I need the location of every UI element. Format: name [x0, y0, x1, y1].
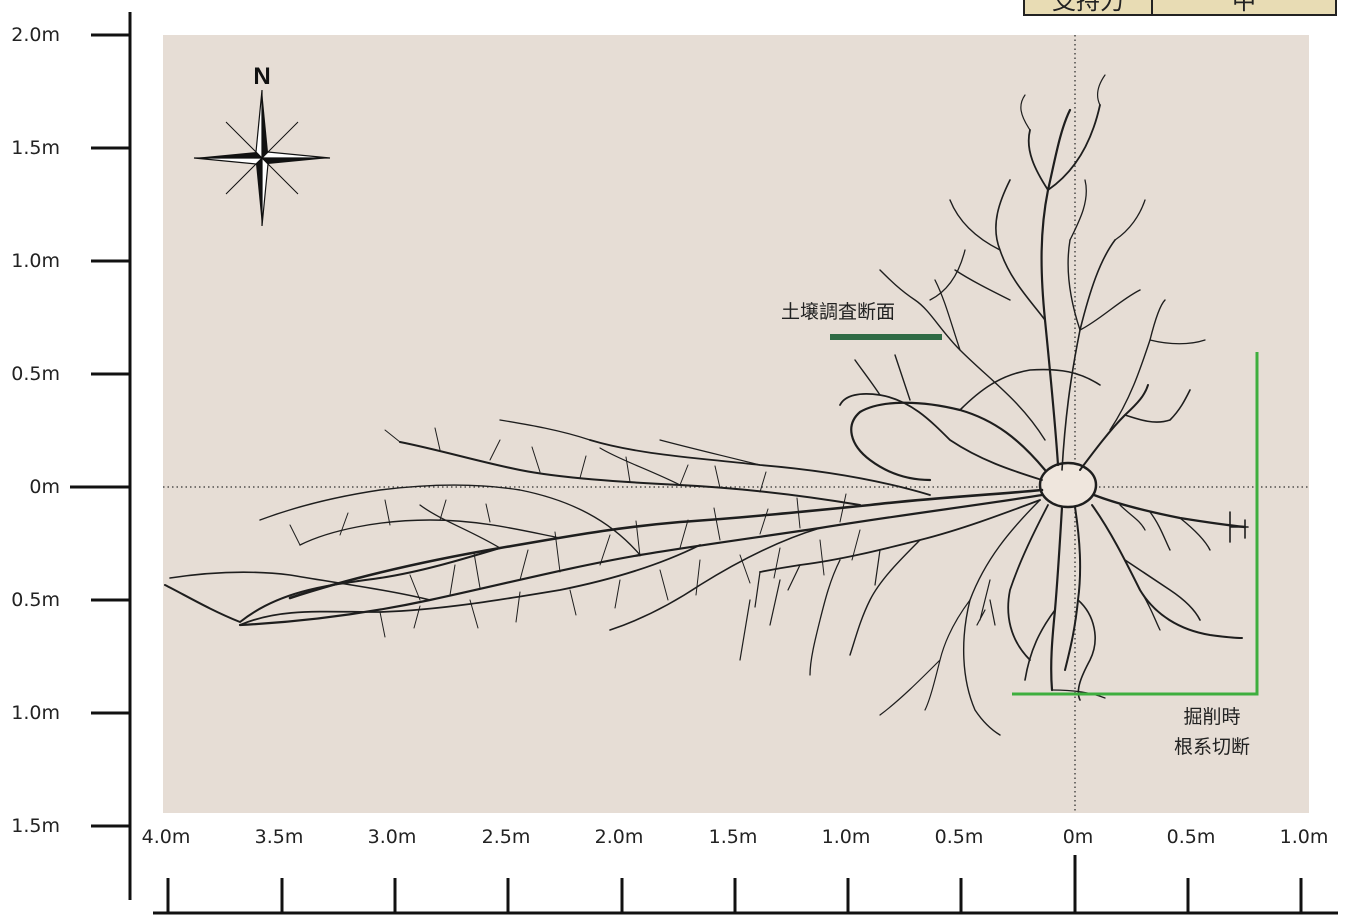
top-table-frame: [1023, 0, 1337, 16]
soil-section-label: 土壌調査断面: [781, 301, 895, 323]
y-tick-label: 1.0m: [11, 250, 60, 272]
root-cut-label-line2: 根系切断: [1174, 736, 1250, 758]
x-tick-label: 1.0m: [822, 826, 871, 848]
y-tick-label: 0m: [29, 476, 60, 498]
north-label: N: [253, 63, 270, 90]
x-tick-label: 0.5m: [1167, 826, 1216, 848]
x-tick-label: 2.0m: [595, 826, 644, 848]
root-cut-label-line1: 掘削時: [1183, 706, 1240, 728]
x-tick-label: 0.5m: [935, 826, 984, 848]
x-tick-label: 3.0m: [368, 826, 417, 848]
x-tick-label: 1.5m: [709, 826, 758, 848]
x-tick-label: 3.5m: [255, 826, 304, 848]
y-tick-label: 1.5m: [11, 137, 60, 159]
x-tick-label: 4.0m: [142, 826, 191, 848]
y-tick-label: 0.5m: [11, 589, 60, 611]
top-table: 支持力 中: [1023, 0, 1337, 16]
x-tick-label: 1.0m: [1280, 826, 1329, 848]
top-table-cell-1: 支持力: [1052, 0, 1124, 15]
x-tick-label: 0m: [1063, 826, 1094, 848]
root-system-illustration: [164, 74, 1249, 736]
y-tick-label: 2.0m: [11, 24, 60, 46]
compass-rose-icon: N: [193, 63, 331, 227]
y-axis: 2.0m 1.5m 1.0m 0.5m 0m 0.5m 1.0m 1.5m: [11, 12, 132, 900]
y-tick-label: 1.5m: [11, 815, 60, 837]
x-tick-label: 2.5m: [482, 826, 531, 848]
root-cut-line: [1012, 352, 1259, 696]
x-axis: 4.0m 3.5m 3.0m 2.5m 2.0m 1.5m 1.0m 0.5m …: [142, 826, 1338, 915]
y-tick-label: 0.5m: [11, 363, 60, 385]
plot-area: [163, 35, 1309, 813]
y-tick-label: 1.0m: [11, 702, 60, 724]
top-table-cell-2: 中: [1232, 0, 1256, 15]
